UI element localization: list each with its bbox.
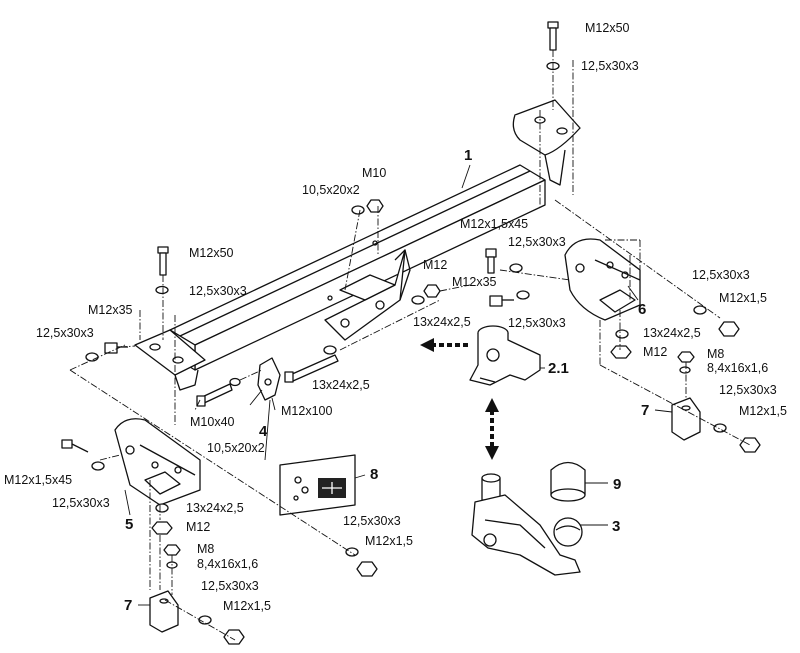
part-number-2-1: 2.1 (548, 360, 569, 377)
part-number-8: 8 (370, 466, 379, 483)
label-m12x35-left: M12x35 (88, 303, 133, 317)
bolts (61, 21, 559, 453)
right-mount-plate (512, 99, 581, 186)
label-washer-8-right: 8,4x16x1,6 (707, 361, 769, 375)
label-m10x40: M10x40 (190, 415, 235, 429)
nuts (151, 321, 761, 645)
label-washer-right-top: 12,5x30x3 (692, 268, 750, 282)
ball-cap-9 (550, 461, 586, 502)
left-side-bracket (114, 418, 201, 506)
leader-lines (124, 164, 673, 606)
label-washer-13-left: 13x24x2,5 (186, 501, 244, 515)
label-washer-10-5: 10,5x20x2 (302, 183, 360, 197)
ball-neck-3 (471, 473, 583, 576)
assembly-lines (69, 50, 751, 641)
label-m10-top: M10 (362, 166, 387, 180)
bracket-7-left (149, 590, 179, 633)
right-side-bracket (564, 238, 641, 321)
label-m12-mid: M12 (423, 258, 448, 272)
bracket-7-right (671, 397, 701, 441)
label-washer-left-bracket: 12,5x30x3 (52, 496, 110, 510)
socket-housing-2-1 (469, 325, 541, 386)
label-m12x1-5x45-mid: M12x1,5x45 (460, 217, 529, 231)
label-m12x1-5-left-b: M12x1,5 (223, 599, 271, 613)
clip-part-4 (257, 357, 281, 401)
part-number-3: 3 (612, 518, 621, 535)
label-m12x50-top: M12x50 (585, 21, 630, 35)
label-m12x35-mid: M12x35 (452, 275, 497, 289)
label-washer-left-side: 12,5x30x3 (36, 326, 94, 340)
label-washer-mid-lower: 12,5x30x3 (508, 316, 566, 330)
label-washer-left-top: 12,5x30x3 (189, 284, 247, 298)
label-m8-left: M8 (197, 542, 215, 556)
part-number-7-right: 7 (641, 402, 650, 419)
label-washer-13-right: 13x24x2,5 (643, 326, 701, 340)
label-m12x1-5-right: M12x1,5 (719, 291, 767, 305)
left-mount-plate (134, 329, 206, 391)
label-washer-mid-right: 12,5x30x3 (508, 235, 566, 249)
part-number-5: 5 (125, 516, 134, 533)
label-m12x1-5-left-a: M12x1,5 (365, 534, 413, 548)
part-number-9: 9 (613, 476, 622, 493)
center-bracket (324, 249, 411, 341)
label-m12x50-left: M12x50 (189, 246, 234, 260)
label-m12-right: M12 (643, 345, 668, 359)
label-m12-left: M12 (186, 520, 211, 534)
label-washer-13-center: 13x24x2,5 (312, 378, 370, 392)
label-m12x1-5-right-lower: M12x1,5 (739, 404, 787, 418)
label-washer-8-left: 8,4x16x1,6 (197, 557, 259, 571)
label-m12x100: M12x100 (281, 404, 333, 418)
label-washer-10-5-bottom: 10,5x20x2 (207, 441, 265, 455)
label-m8-right: M8 (707, 347, 725, 361)
label-washer-right-lower: 12,5x30x3 (719, 383, 777, 397)
label-washer-left-bottom-a: 12,5x30x3 (343, 514, 401, 528)
part-number-6: 6 (638, 301, 647, 318)
label-plate-8 (279, 454, 356, 516)
part-number-7-left: 7 (124, 597, 133, 614)
label-m12x1-5x45-left: M12x1,5x45 (4, 473, 73, 487)
part-number-1: 1 (464, 147, 473, 164)
label-washer-13-mid: 13x24x2,5 (413, 315, 471, 329)
label-washer-top: 12,5x30x3 (581, 59, 639, 73)
part-number-4: 4 (259, 423, 268, 440)
label-washer-left-bottom-b: 12,5x30x3 (201, 579, 259, 593)
direction-arrows (420, 338, 499, 460)
